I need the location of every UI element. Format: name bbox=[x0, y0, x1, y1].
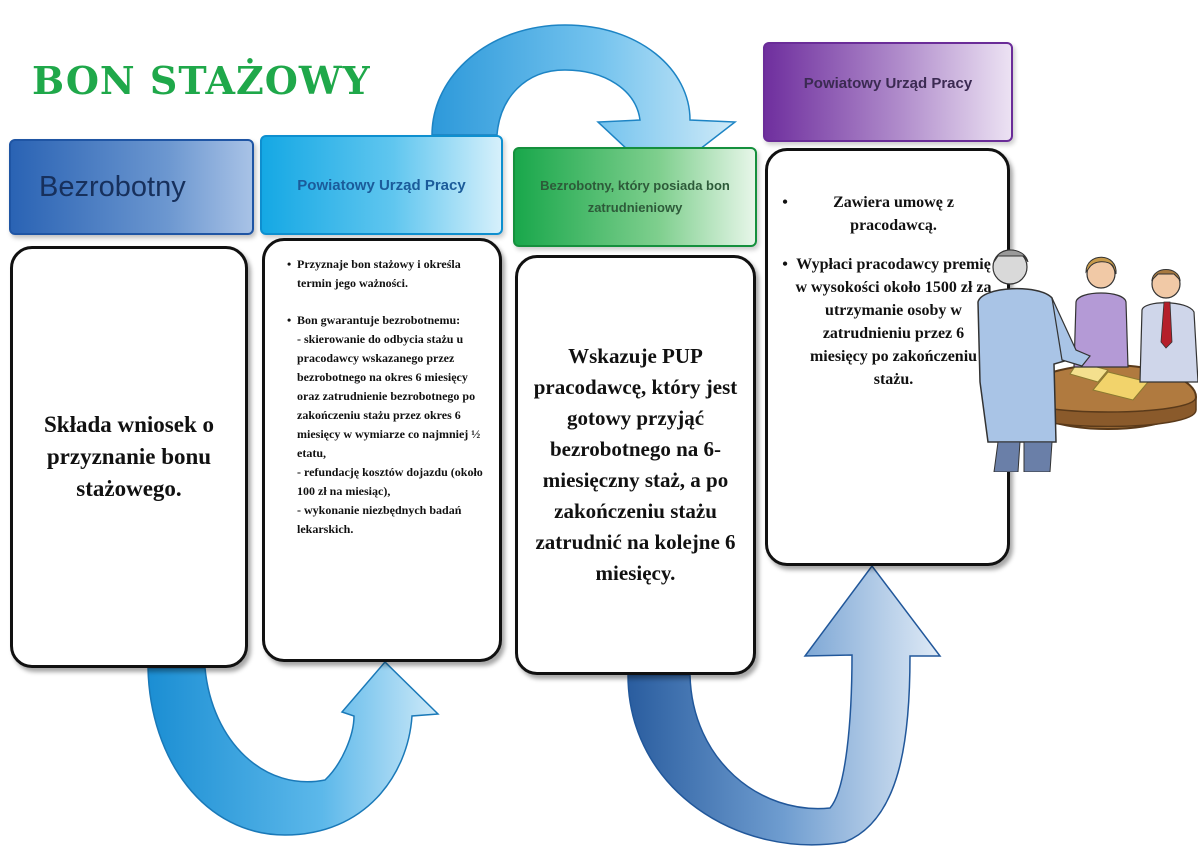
bullet-dot: • bbox=[782, 256, 788, 273]
step4-header: Powiatowy Urząd Pracy bbox=[763, 42, 1013, 142]
business-meeting-clipart bbox=[977, 249, 1198, 472]
step2-bullet-2: • Bon gwarantuje bezrobotnemu: - skierow… bbox=[287, 311, 489, 539]
step2-bullet-2-intro: Bon gwarantuje bezrobotnemu: bbox=[297, 313, 461, 327]
step3-box: Wskazuje PUP pracodawcę, który jest goto… bbox=[515, 255, 756, 675]
step3-text: Wskazuje PUP pracodawcę, który jest goto… bbox=[533, 344, 738, 585]
step1-box: Składa wniosek o przyznanie bonu stażowe… bbox=[10, 246, 248, 668]
step3-header: Bezrobotny, który posiada bon zatrudnien… bbox=[513, 147, 757, 247]
arrow-step2-to-step3 bbox=[431, 24, 738, 181]
step2-box: • Przyznaje bon stażowy i określa termin… bbox=[262, 238, 502, 662]
step4-bullet-2-text: Wypłaci pracodawcy premię w wysokości ok… bbox=[795, 256, 992, 388]
step1-header: Bezrobotny bbox=[9, 139, 254, 235]
step2-list-item: - refundację kosztów dojazdu (około 100 … bbox=[297, 465, 483, 498]
page-title: BON STAŻOWY bbox=[32, 58, 371, 103]
bullet-dot: • bbox=[287, 257, 292, 271]
step2-list-item: - skierowanie do odbycia stażu u pracoda… bbox=[297, 332, 481, 460]
bullet-dot: • bbox=[782, 194, 788, 211]
step4-bullet-1-text: Zawiera umowę z pracodawcą. bbox=[833, 194, 954, 234]
bullet-dot: • bbox=[287, 313, 292, 327]
step4-bullet-2: • Wypłaci pracodawcy premię w wysokości … bbox=[776, 253, 993, 391]
step2-list-item: - wykonanie niezbędnych badań lekarskich… bbox=[297, 503, 462, 536]
step2-header: Powiatowy Urząd Pracy bbox=[260, 135, 503, 235]
step1-text: Składa wniosek o przyznanie bonu stażowe… bbox=[43, 412, 214, 501]
step4-box: • Zawiera umowę z pracodawcą. • Wypłaci … bbox=[765, 148, 1010, 566]
step4-bullet-1: • Zawiera umowę z pracodawcą. bbox=[776, 191, 993, 237]
step2-bullet-1-text: Przyznaje bon stażowy i określa termin j… bbox=[297, 257, 461, 290]
arrow-step1-to-step2 bbox=[147, 660, 440, 836]
step2-bullet-1: • Przyznaje bon stażowy i określa termin… bbox=[287, 255, 489, 293]
arrow-step3-to-step4 bbox=[627, 564, 942, 846]
